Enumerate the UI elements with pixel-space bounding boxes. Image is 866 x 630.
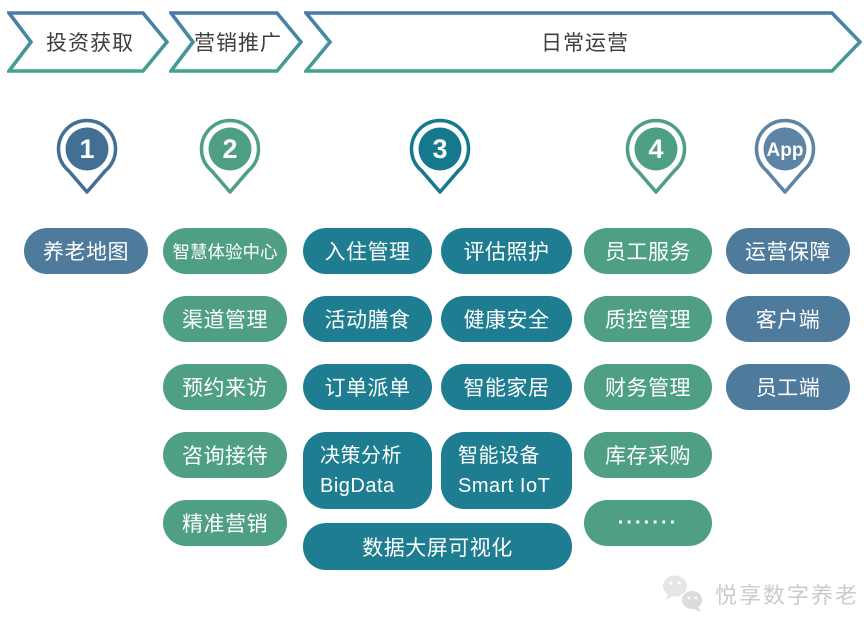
- stage-marker-app: App: [752, 116, 818, 196]
- pill-line1: 决策分析: [320, 444, 402, 467]
- pill-data-dashboard: 数据大屏可视化: [303, 523, 572, 570]
- wechat-icon: [663, 575, 702, 612]
- pill-senior-care-map: 养老地图: [24, 228, 148, 274]
- marker-number: App: [767, 140, 804, 161]
- chevron-banner-shape-icon: [169, 11, 303, 73]
- marker-number: 4: [648, 134, 663, 164]
- pill-finance-management: 财务管理: [584, 364, 712, 410]
- stage-marker-4: 4: [623, 116, 689, 196]
- map-pin-icon: 3: [409, 118, 471, 194]
- marker-number: 1: [79, 134, 94, 164]
- chevron-banner-shape-icon: [7, 11, 169, 73]
- watermark-text: 悦享数字养老: [715, 583, 860, 608]
- pill-activity-catering: 活动膳食: [303, 296, 432, 342]
- stage-banner-investment: 投资获取: [7, 11, 169, 73]
- pill-inventory-procurement: 库存采购: [584, 432, 712, 478]
- watermark: 悦享数字养老: [660, 572, 859, 616]
- pill-consultation-reception: 咨询接待: [163, 432, 287, 478]
- pill-health-safety: 健康安全: [441, 296, 572, 342]
- pill-line2: Smart IoT: [458, 474, 551, 497]
- pill-smart-devices-iot: 智能设备 Smart IoT: [441, 432, 572, 509]
- pill-staff-app: 员工端: [726, 364, 850, 410]
- pill-more-ellipsis: ·······: [584, 500, 712, 546]
- pill-quality-control: 质控管理: [584, 296, 712, 342]
- pill-smart-home: 智能家居: [441, 364, 572, 410]
- pill-decision-analysis-bigdata: 决策分析 BigData: [303, 432, 432, 509]
- stage-marker-3: 3: [407, 116, 473, 196]
- map-pin-icon: 2: [199, 118, 261, 194]
- pill-line2: BigData: [320, 474, 395, 497]
- stage-marker-2: 2: [197, 116, 263, 196]
- pill-order-dispatch: 订单派单: [303, 364, 432, 410]
- stage-banner-label: 营销推广: [194, 32, 282, 55]
- stage-marker-1: 1: [54, 116, 120, 196]
- stage-banner-label: 日常运营: [541, 32, 629, 55]
- pill-appointment-visit: 预约来访: [163, 364, 287, 410]
- map-pin-icon: App: [754, 118, 816, 194]
- marker-number: 2: [222, 134, 237, 164]
- pill-line1: 智能设备: [458, 444, 540, 467]
- map-pin-icon: 4: [625, 118, 687, 194]
- pill-staff-services: 员工服务: [584, 228, 712, 274]
- pill-channel-management: 渠道管理: [163, 296, 287, 342]
- pill-operations-support: 运营保障: [726, 228, 850, 274]
- pill-smart-experience-center: 智慧体验中心: [163, 228, 287, 274]
- stage-banner-label: 投资获取: [46, 32, 134, 55]
- pill-customer-app: 客户端: [726, 296, 850, 342]
- chevron-banner-shape-icon: [304, 11, 862, 73]
- map-pin-icon: 1: [56, 118, 118, 194]
- pill-assessment-care: 评估照护: [441, 228, 572, 274]
- stage-banner-marketing: 营销推广: [169, 11, 303, 73]
- marker-number: 3: [432, 134, 447, 164]
- pill-checkin-management: 入住管理: [303, 228, 432, 274]
- pill-precision-marketing: 精准营销: [163, 500, 287, 546]
- stage-banner-operations: 日常运营: [304, 11, 862, 73]
